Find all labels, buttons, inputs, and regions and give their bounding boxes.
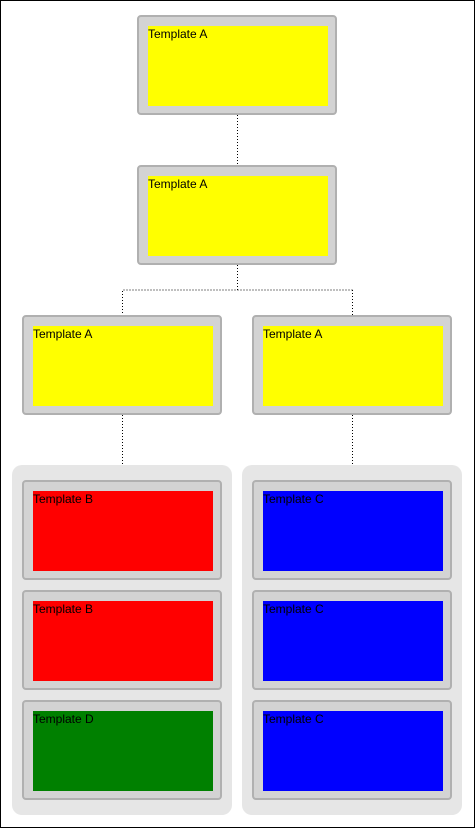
group-right-item-2[interactable]: Template C <box>252 590 452 690</box>
node-label: Template A <box>33 327 93 341</box>
group-right-item-3[interactable]: Template C <box>252 700 452 800</box>
item-label: Template D <box>33 712 94 726</box>
item-label: Template B <box>33 492 94 506</box>
group-left-item-2[interactable]: Template B <box>22 590 222 690</box>
group-left-item-3[interactable]: Template D <box>22 700 222 800</box>
node-middle-fill: Template A <box>148 176 328 256</box>
item-fill: Template C <box>263 491 443 571</box>
node-left-child[interactable]: Template A <box>22 315 222 415</box>
group-right-item-1[interactable]: Template C <box>252 480 452 580</box>
group-left-item-1[interactable]: Template B <box>22 480 222 580</box>
item-fill: Template C <box>263 601 443 681</box>
item-fill: Template B <box>33 491 213 571</box>
node-right-child-fill: Template A <box>263 326 443 406</box>
node-label: Template A <box>148 177 208 191</box>
node-root[interactable]: Template A <box>137 15 337 115</box>
item-label: Template C <box>263 602 324 616</box>
node-label: Template A <box>263 327 323 341</box>
node-left-child-fill: Template A <box>33 326 213 406</box>
node-label: Template A <box>148 27 208 41</box>
item-fill: Template B <box>33 601 213 681</box>
item-fill: Template C <box>263 711 443 791</box>
node-middle[interactable]: Template A <box>137 165 337 265</box>
item-label: Template B <box>33 602 94 616</box>
item-label: Template C <box>263 712 324 726</box>
node-root-fill: Template A <box>148 26 328 106</box>
node-right-child[interactable]: Template A <box>252 315 452 415</box>
item-label: Template C <box>263 492 324 506</box>
item-fill: Template D <box>33 711 213 791</box>
